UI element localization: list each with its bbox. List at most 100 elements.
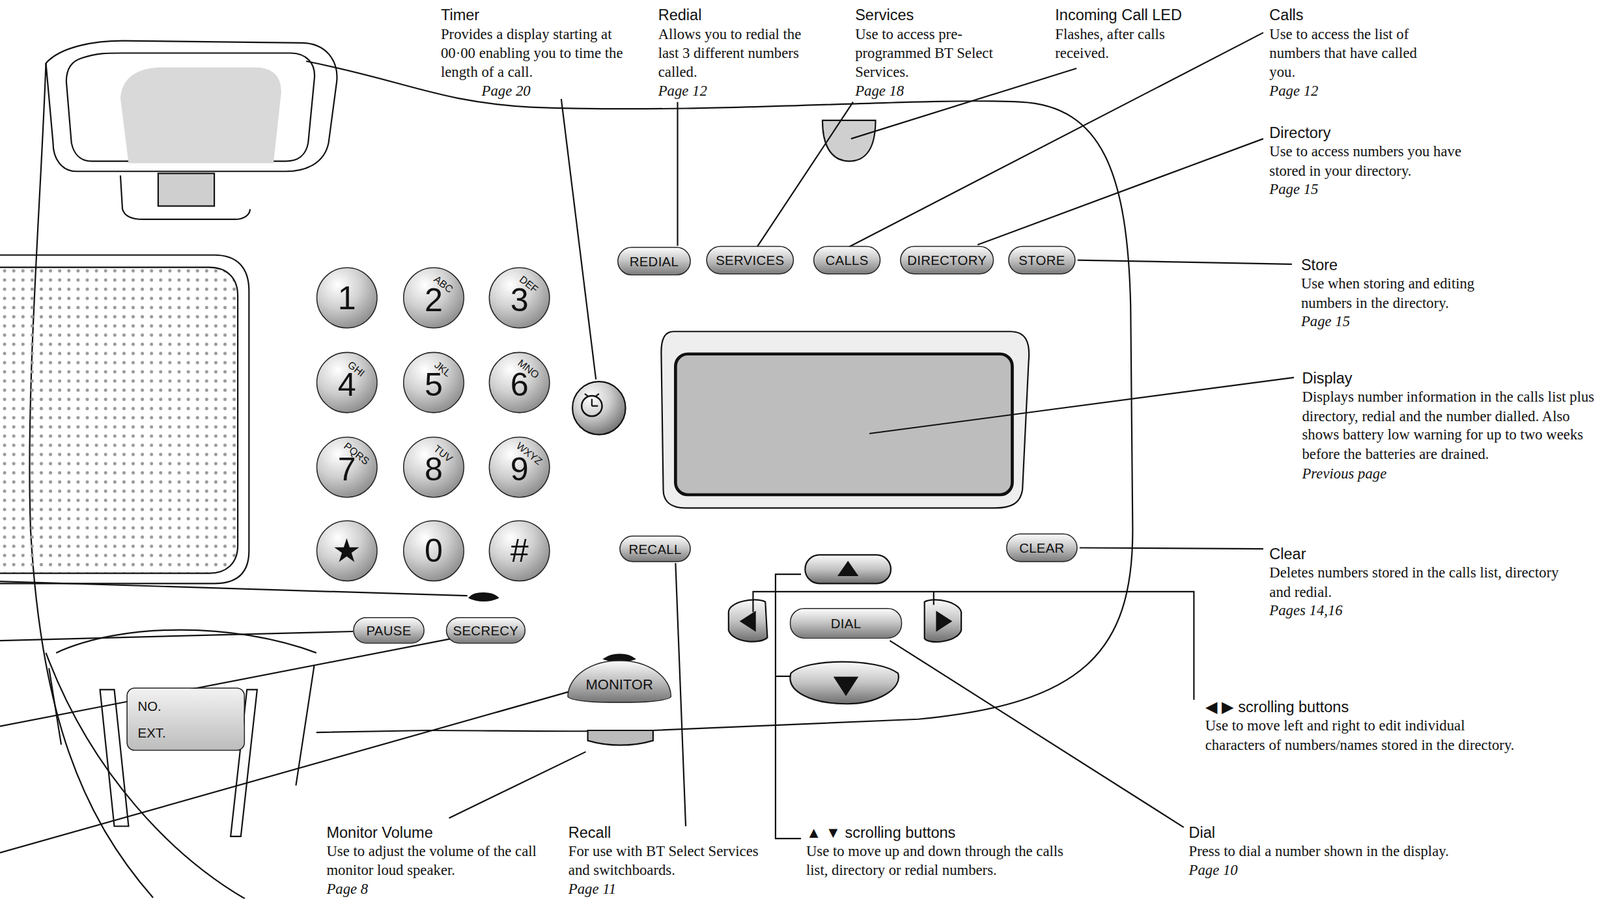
callout: Incoming Call LEDFlashes, after calls re… — [1054, 5, 1219, 63]
callout-title: Redial — [658, 5, 807, 25]
callout-text: Use to access numbers you have stored in… — [1269, 141, 1489, 181]
callout-text: Use to access the list of numbers that h… — [1269, 24, 1433, 83]
callout-title: Dial — [1189, 822, 1455, 843]
callout-title: Incoming Call LED — [1054, 5, 1219, 25]
keypad-key: # — [489, 520, 551, 582]
key-digit: ★ — [332, 534, 362, 568]
phone-button: SERVICES — [705, 246, 794, 275]
callout-text: Use when storing and editing numbers in … — [1301, 274, 1521, 314]
callout: DialPress to dial a number shown in the … — [1189, 822, 1455, 880]
key-digit: 3 — [510, 283, 529, 317]
button-label: SECRECY — [453, 623, 520, 639]
button-label: CLEAR — [1019, 540, 1065, 557]
callout-text: Use to move up and down through the call… — [806, 842, 1087, 881]
button-label: REDIAL — [629, 253, 679, 269]
callout: ClearDeletes numbers stored in the calls… — [1269, 543, 1565, 621]
page-reference: Page 15 — [1269, 179, 1489, 199]
callout-text: Flashes, after calls received. — [1054, 24, 1219, 64]
phone-button: RECALL — [619, 535, 691, 563]
callout: DirectoryUse to access numbers you have … — [1269, 122, 1489, 200]
key-digit: 0 — [424, 534, 443, 568]
callout-title: Display — [1301, 368, 1596, 389]
button-label: NO. — [138, 698, 162, 715]
page-reference: Page 12 — [658, 82, 807, 101]
page-reference: Previous page — [1301, 464, 1596, 484]
button-label: CALLS — [825, 252, 869, 269]
callout-title: Clear — [1269, 543, 1565, 564]
page-reference: Page 15 — [1301, 312, 1521, 332]
callout-text: For use with BT Select Services and swit… — [568, 842, 768, 881]
keypad-key: MNO6 — [489, 352, 551, 414]
callout-text: Press to dial a number shown in the disp… — [1189, 842, 1455, 861]
callout-text: Displays number information in the calls… — [1301, 387, 1596, 464]
callout-title: Services — [855, 5, 998, 25]
keypad-key: ABC2 — [403, 267, 465, 329]
key-digit: 4 — [337, 368, 357, 402]
keypad-key: DEF3 — [489, 267, 551, 329]
keypad-key: 0 — [403, 520, 465, 582]
callout-title: Monitor Volume — [326, 822, 559, 843]
callout-text: Provides a display starting at 00·00 ena… — [440, 24, 635, 83]
callout-title: Store — [1301, 255, 1521, 275]
callout: Monitor VolumeUse to adjust the volume o… — [326, 822, 559, 899]
phone-button: CALLS — [813, 246, 881, 275]
key-digit: 7 — [337, 453, 357, 486]
page-reference: Pages 14,16 — [1269, 601, 1565, 621]
phone-button: DIRECTORY — [899, 246, 994, 275]
number-card: NO. EXT. — [126, 687, 245, 751]
button-label: DIRECTORY — [907, 252, 987, 269]
key-digit: # — [510, 534, 529, 568]
callout: StoreUse when storing and editing number… — [1301, 255, 1521, 333]
button-label: EXT. — [138, 724, 167, 741]
callout-title: Calls — [1269, 5, 1433, 25]
keypad-key: WXYZ9 — [489, 436, 551, 499]
page-reference: Page 12 — [1269, 82, 1433, 101]
callout-text: Use to move left and right to edit indiv… — [1205, 716, 1517, 755]
callout: RecallFor use with BT Select Services an… — [568, 822, 768, 899]
key-digit: 2 — [424, 283, 443, 317]
phone-button: PAUSE — [352, 617, 425, 645]
callout-text: Use to adjust the volume of the call mon… — [326, 842, 559, 881]
callout: RedialAllows you to redial the last 3 di… — [658, 5, 807, 101]
key-digit: 1 — [337, 281, 357, 314]
keypad-key: ★ — [316, 520, 378, 582]
key-digit: 9 — [510, 453, 529, 486]
callout-title: Directory — [1269, 122, 1489, 142]
phone-button: DIAL — [789, 608, 902, 639]
key-digit: 6 — [510, 368, 529, 402]
button-label: SERVICES — [715, 252, 785, 269]
button-label: PAUSE — [365, 623, 411, 639]
phone-button: REDIAL — [617, 246, 691, 276]
callout: DisplayDisplays number information in th… — [1301, 368, 1596, 484]
page-reference: Page 10 — [1189, 860, 1455, 880]
page-reference: Page 11 — [568, 879, 768, 899]
callout: TimerProvides a display starting at 00·0… — [440, 5, 635, 101]
callout-title: ◀ ▶ scrolling buttons — [1205, 696, 1517, 717]
callout-text: Use to access pre-programmed BT Select S… — [855, 24, 998, 83]
keypad-key: JKL5 — [403, 352, 465, 414]
keypad-key: PQRS7 — [316, 436, 378, 499]
callout-text: Allows you to redial the last 3 differen… — [658, 24, 807, 83]
phone-button: CLEAR — [1006, 533, 1078, 563]
callout-title: ▲ ▼ scrolling buttons — [806, 822, 1087, 843]
button-label: MONITOR — [586, 676, 654, 693]
page-reference: Page 8 — [326, 879, 559, 899]
callout-text: Deletes numbers stored in the calls list… — [1269, 563, 1565, 602]
callout-title: Recall — [568, 822, 768, 843]
keypad-key: GHI4 — [316, 352, 378, 414]
callout-title: Timer — [440, 5, 635, 25]
phone-button: MONITOR — [567, 660, 672, 704]
callout: ◀ ▶ scrolling buttonsUse to move left an… — [1205, 696, 1517, 755]
key-digit: 8 — [424, 453, 443, 486]
callout: CallsUse to access the list of numbers t… — [1269, 5, 1433, 101]
button-label: STORE — [1018, 252, 1065, 269]
keypad-key: TUV8 — [403, 436, 465, 499]
page-reference: Page 18 — [855, 82, 998, 101]
phone-button: SECRECY — [446, 617, 526, 645]
phone-button: STORE — [1008, 246, 1076, 275]
callout: ▲ ▼ scrolling buttonsUse to move up and … — [806, 822, 1087, 880]
button-label: RECALL — [628, 541, 682, 557]
key-digit: 5 — [424, 368, 443, 402]
keypad-key: 1 — [316, 267, 378, 329]
callout: ServicesUse to access pre-programmed BT … — [855, 5, 998, 101]
